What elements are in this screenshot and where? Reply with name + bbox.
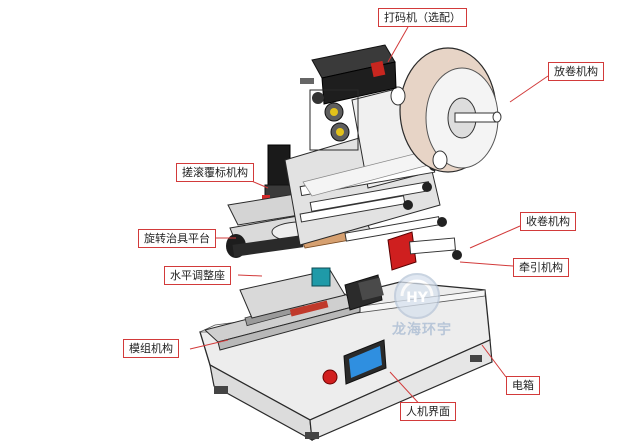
emergency-stop-button [322,369,338,385]
leader-printer [387,26,409,63]
leader-lines [189,26,549,410]
traction-mechanism [387,231,462,271]
label-rewind: 收卷机构 [520,212,576,231]
leader-unwind [509,75,549,103]
watermark-logo [394,273,440,319]
label-module: 模组机构 [123,339,179,358]
leader-level-seat [237,274,263,277]
label-printer: 打码机（选配） [378,8,467,27]
watermark-text: 龙海环宇 [392,322,452,338]
label-hmi: 人机界面 [400,402,456,421]
printer-capstans [309,89,359,151]
machine-feet [214,355,482,439]
label-unwind: 放卷机构 [548,62,604,81]
label-traction: 牵引机构 [513,258,569,277]
leader-rewind [469,225,521,249]
unwind-reel [390,47,502,173]
leader-traction [459,261,514,267]
label-level-seat: 水平调整座 [164,266,231,285]
servo-motor [344,274,384,311]
label-cover-press: 搓滚覆标机构 [176,163,254,182]
label-rotary-fixture: 旋转治具平台 [138,229,216,248]
leader-electric-box [481,344,507,378]
level-seat-block [239,267,346,319]
label-electric-box: 电箱 [506,376,540,395]
hmi-screen [343,339,387,385]
leader-module [189,339,229,350]
watermark-logo-text: HY [406,290,429,306]
